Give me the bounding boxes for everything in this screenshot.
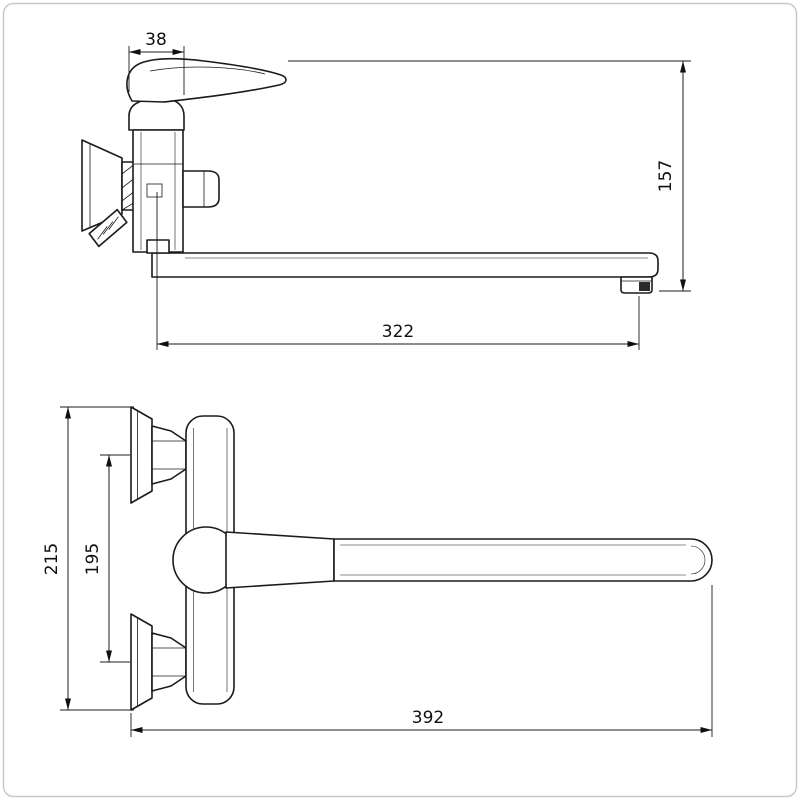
spout-side bbox=[151, 252, 659, 278]
dimension-overall-height-side: 157 bbox=[288, 60, 691, 292]
dimension-value-195: 195 bbox=[83, 543, 103, 575]
bottom-flange-disc bbox=[130, 613, 153, 711]
stub-rib bbox=[97, 226, 108, 240]
top-flange-disc bbox=[130, 406, 153, 504]
dimension-value-392: 392 bbox=[412, 708, 444, 728]
dimension-spout-reach: 322 bbox=[156, 192, 640, 350]
dimension-mounting-centers: 195 bbox=[83, 454, 130, 663]
dimension-value-322: 322 bbox=[382, 322, 414, 342]
spout-tip-inner-arc bbox=[690, 545, 706, 575]
dimension-handle-width: 38 bbox=[128, 30, 185, 95]
dimension-value-157: 157 bbox=[656, 160, 676, 192]
spout-connector bbox=[225, 531, 335, 589]
body-detail-plate bbox=[146, 183, 163, 198]
aerator-nozzle bbox=[639, 282, 650, 291]
hatch-line bbox=[121, 178, 134, 189]
dimension-overall-length: 392 bbox=[130, 585, 713, 737]
hatch-line bbox=[121, 202, 134, 211]
diverter-knob bbox=[182, 170, 220, 208]
hatch-line bbox=[121, 191, 134, 202]
spout-connection-nut bbox=[146, 239, 170, 254]
spout-tube bbox=[333, 538, 713, 582]
dimension-overall-height-front: 215 bbox=[42, 406, 134, 711]
front-view: 215 195 392 bbox=[42, 406, 713, 737]
dimension-value-38: 38 bbox=[145, 30, 167, 50]
cartridge-dome bbox=[128, 98, 185, 131]
dimension-value-215: 215 bbox=[42, 543, 62, 575]
stub-rib bbox=[102, 221, 114, 235]
handle-crease-line bbox=[149, 66, 266, 75]
wall-flange-side bbox=[81, 139, 123, 232]
stub-rib bbox=[108, 216, 119, 230]
lever-handle bbox=[126, 57, 287, 103]
valve-body-side bbox=[132, 129, 184, 253]
hatch-line bbox=[121, 164, 134, 175]
side-view: 38 157 322 bbox=[81, 30, 691, 350]
